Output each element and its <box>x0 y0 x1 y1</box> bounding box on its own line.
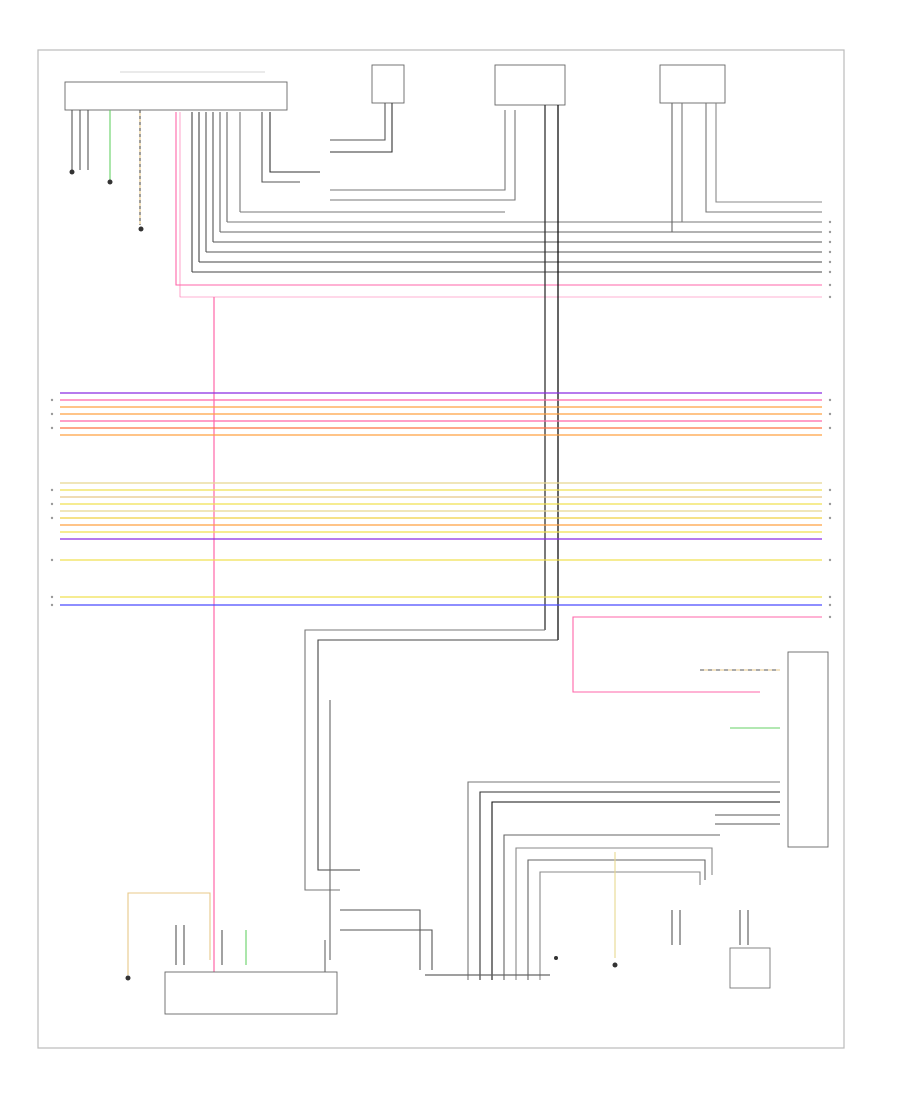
ground-symbols <box>69 169 618 968</box>
bottom-left-module <box>164 971 338 1015</box>
top-module-b <box>494 64 566 640</box>
bottom-left-pieces <box>125 226 247 981</box>
left-control-unit <box>64 71 288 111</box>
bus-group-3 <box>60 596 822 606</box>
bottom-center-module <box>425 956 558 976</box>
center-down-wires <box>304 629 558 975</box>
bus-group-1 <box>60 392 822 436</box>
right-module <box>787 651 829 848</box>
left-edge-markers <box>50 398 54 607</box>
right-edge-markers <box>828 220 832 619</box>
left-unit-wires <box>71 110 822 298</box>
bus-group-2 <box>60 482 822 540</box>
diagram-frame <box>37 49 845 1049</box>
top-connector <box>330 64 516 201</box>
right-wiring <box>467 616 822 980</box>
top-trunk-wires <box>192 211 822 273</box>
top-module-c <box>659 64 822 233</box>
bottom-right-sensor <box>671 910 771 989</box>
